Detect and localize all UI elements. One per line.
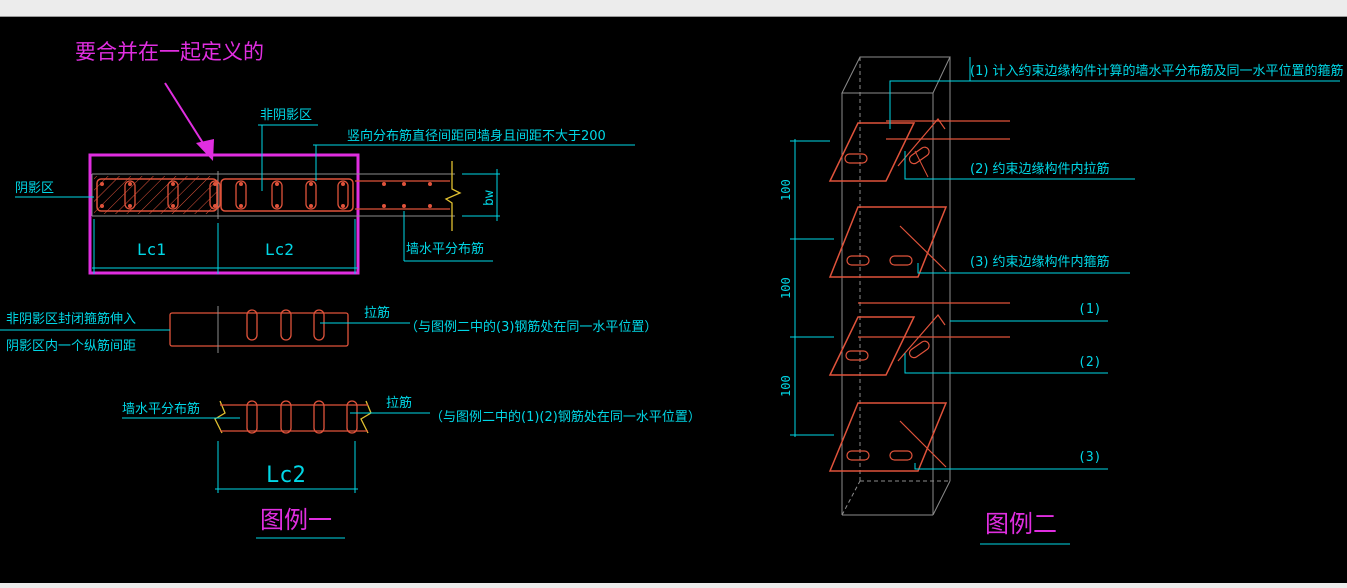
legend2-column-3d: 100 100 100 (1) 计入约束边缘构件计算的墙水平分布筋及同一水平位置… (779, 56, 1344, 545)
column-wireframe (841, 56, 951, 516)
callout-arrow-head (196, 139, 214, 161)
legend2-label-2b: (2) (1078, 355, 1101, 370)
vertical-rebar-note: 竖向分布筋直径间距同墙身且间距不大于200 (347, 128, 606, 144)
shadow-stirrup (96, 178, 218, 212)
tie-note-2: （与图例二中的(1)(2)钢筋处在同一水平位置） (430, 409, 701, 425)
legend2-label-2: (2) 约束边缘构件内拉筋 (970, 161, 1110, 177)
shadow-zone-label: 阴影区 (15, 181, 54, 196)
callout-text: 要合并在一起定义的 (75, 40, 264, 64)
cad-drawing-viewport: 要合并在一起定义的 (0, 16, 1347, 583)
legend2-caption: 图例二 (985, 510, 1057, 538)
legend2-label-1b: (1) (1078, 302, 1101, 317)
legend1-closed-stirrup-detail: 非阴影区封闭箍筋伸入 阴影区内一个纵筋间距 拉筋 （与图例二中的(3)钢筋处在同… (0, 305, 657, 354)
legend2-label-1: (1) 计入约束边缘构件计算的墙水平分布筋及同一水平位置的箍筋 (970, 63, 1344, 79)
closed-stirrup-line1: 非阴影区封闭箍筋伸入 (6, 311, 136, 327)
closed-stirrup-line2: 阴影区内一个纵筋间距 (6, 338, 136, 354)
rebar-set-4 (828, 402, 948, 472)
non-shadow-stirrup (220, 178, 354, 212)
merge-highlight-box (88, 153, 360, 275)
dim-label-3: 100 (779, 375, 793, 397)
rebar-set-3 (828, 302, 1010, 376)
dim-label-1: 100 (779, 179, 793, 201)
tie-bars-top (124, 180, 349, 210)
rebar-dots-top (100, 182, 432, 208)
legend2-label-3: (3) 约束边缘构件内箍筋 (970, 254, 1110, 270)
dim-label-2: 100 (779, 277, 793, 299)
rebar-set-2 (828, 206, 948, 278)
bw-label: bw (482, 190, 497, 206)
non-shadow-zone-label: 非阴影区 (260, 108, 312, 123)
tie-bar-label-1: 拉筋 (364, 305, 390, 321)
rebar-set-1 (828, 118, 1010, 182)
legend1-caption: 图例一 (260, 506, 332, 534)
wall-horizontal-rebar-label-2: 墙水平分布筋 (122, 401, 200, 417)
lc1-label: Lc1 (137, 240, 166, 259)
callout-note: 要合并在一起定义的 (75, 40, 264, 161)
tie-bar-label-2: 拉筋 (386, 395, 412, 411)
lc2-label: Lc2 (265, 240, 294, 259)
leaders-legend2 (889, 57, 1340, 470)
lc2-bottom-label: Lc2 (266, 463, 306, 488)
cad-canvas: 要合并在一起定义的 (0, 40, 1344, 545)
break-symbol (444, 161, 462, 231)
wall-horizontal-rebar-label: 墙水平分布筋 (406, 241, 484, 257)
legend1-wall-rebar-detail: 墙水平分布筋 拉筋 （与图例二中的(1)(2)钢筋处在同一水平位置） Lc2 图… (122, 395, 701, 539)
shadow-zone-hatch (94, 176, 218, 214)
tie-note-1: （与图例二中的(3)钢筋处在同一水平位置） (405, 319, 657, 335)
callout-arrow-line (164, 82, 209, 152)
vertical-dimension (790, 139, 834, 437)
legend1-wall-plan: bw Lc1 Lc2 阴影区 非阴影区 竖向分布筋直径间距同墙身且间距不大于20… (15, 108, 635, 275)
legend2-label-3b: (3) (1078, 450, 1101, 465)
